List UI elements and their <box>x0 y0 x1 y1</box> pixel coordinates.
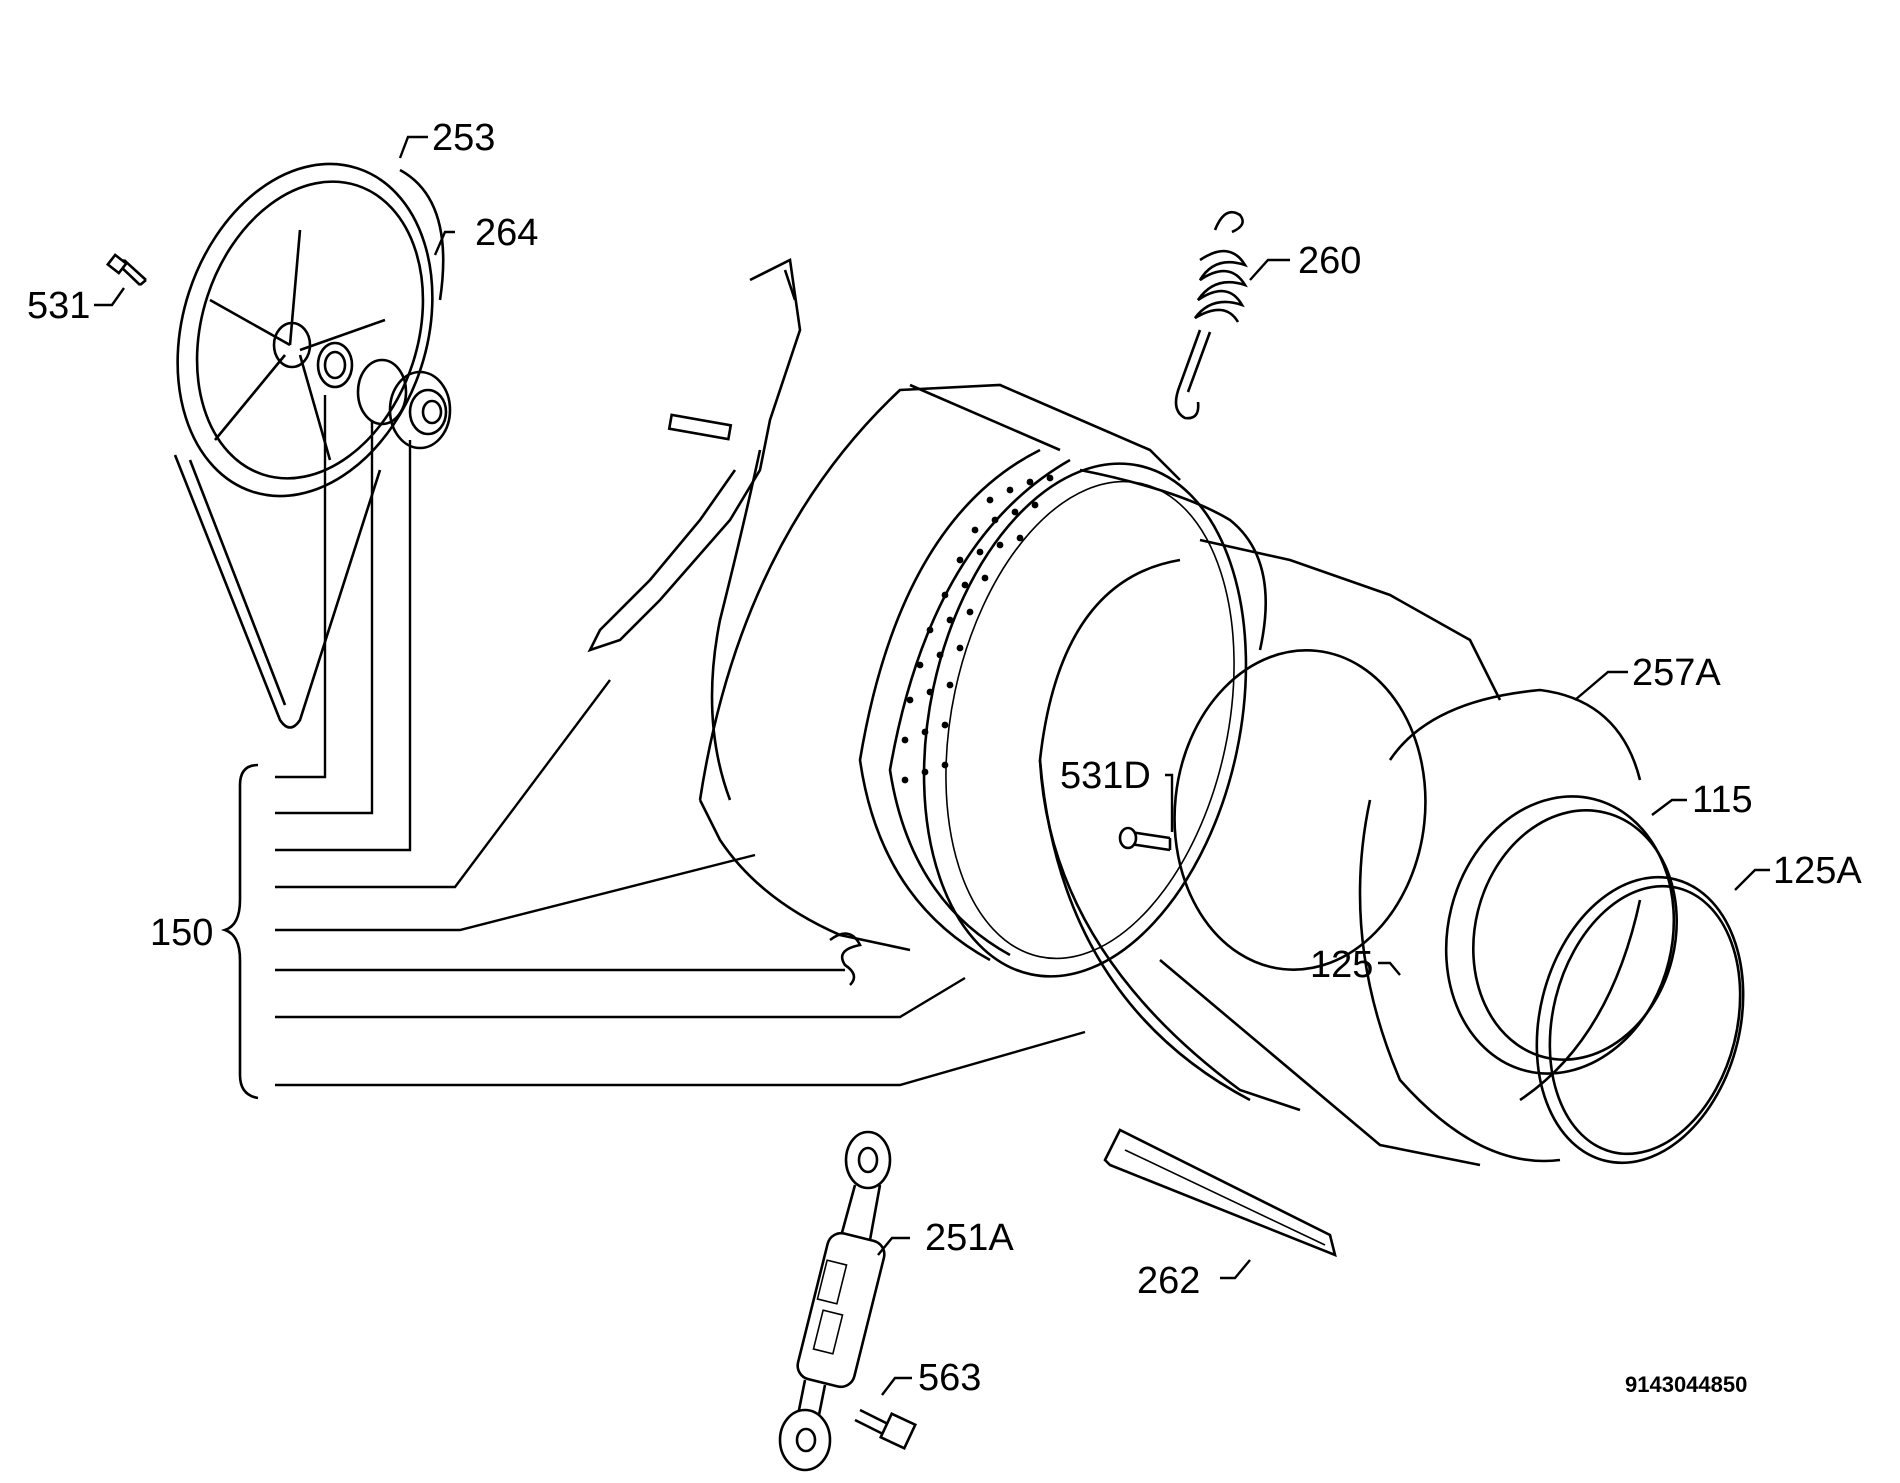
tub-support-rail <box>1103 1128 1337 1258</box>
drum-pulley <box>173 162 445 729</box>
retaining-clip <box>829 932 862 986</box>
label-115: 115 <box>1692 779 1753 821</box>
leader-531D <box>1165 773 1174 832</box>
leader-531 <box>94 287 125 307</box>
screw-531 <box>105 253 147 286</box>
bolt-563 <box>854 1408 918 1451</box>
clamp-ring <box>1535 875 1745 1165</box>
front-counterweight-ring <box>1358 688 1642 1163</box>
label-262: 262 <box>1137 1260 1200 1302</box>
rear-tub-half <box>698 383 1181 952</box>
leader-lines-150 <box>275 395 1086 1087</box>
drum-perforations <box>901 474 1054 784</box>
leader-563 <box>881 1376 912 1396</box>
tub-seal-ring <box>1444 795 1679 1075</box>
label-563: 563 <box>918 1357 981 1399</box>
drawing-number: 9143044850 <box>1625 1372 1747 1397</box>
label-257A: 257A <box>1632 652 1721 694</box>
front-tub-half <box>1038 538 1502 1167</box>
leader-lines <box>94 135 1770 1396</box>
bearing-assembly <box>316 341 452 450</box>
leader-262 <box>1220 1259 1251 1280</box>
leader-125A <box>1734 868 1770 891</box>
leader-264 <box>433 230 455 256</box>
leader-253 <box>398 135 428 159</box>
leader-251A <box>877 1236 910 1256</box>
leader-115 <box>1651 798 1687 816</box>
drum-spider-arm <box>587 258 802 653</box>
label-253: 253 <box>432 117 495 159</box>
leader-260 <box>1249 258 1290 281</box>
label-125: 125 <box>1310 944 1373 986</box>
label-150: 150 <box>150 912 213 954</box>
label-125A: 125A <box>1773 850 1862 892</box>
label-264: 264 <box>475 212 538 254</box>
bracket-150 <box>220 763 259 1100</box>
suspension-spring <box>1174 210 1248 420</box>
label-531D: 531D <box>1060 755 1151 797</box>
label-251A: 251A <box>925 1217 1014 1259</box>
shock-absorber <box>778 1130 892 1472</box>
label-531: 531 <box>27 285 90 327</box>
leader-125 <box>1378 961 1401 976</box>
leader-257A <box>1574 670 1628 701</box>
bolt-531D <box>1118 826 1172 852</box>
label-260: 260 <box>1298 240 1361 282</box>
perforated-drum <box>858 448 1267 978</box>
